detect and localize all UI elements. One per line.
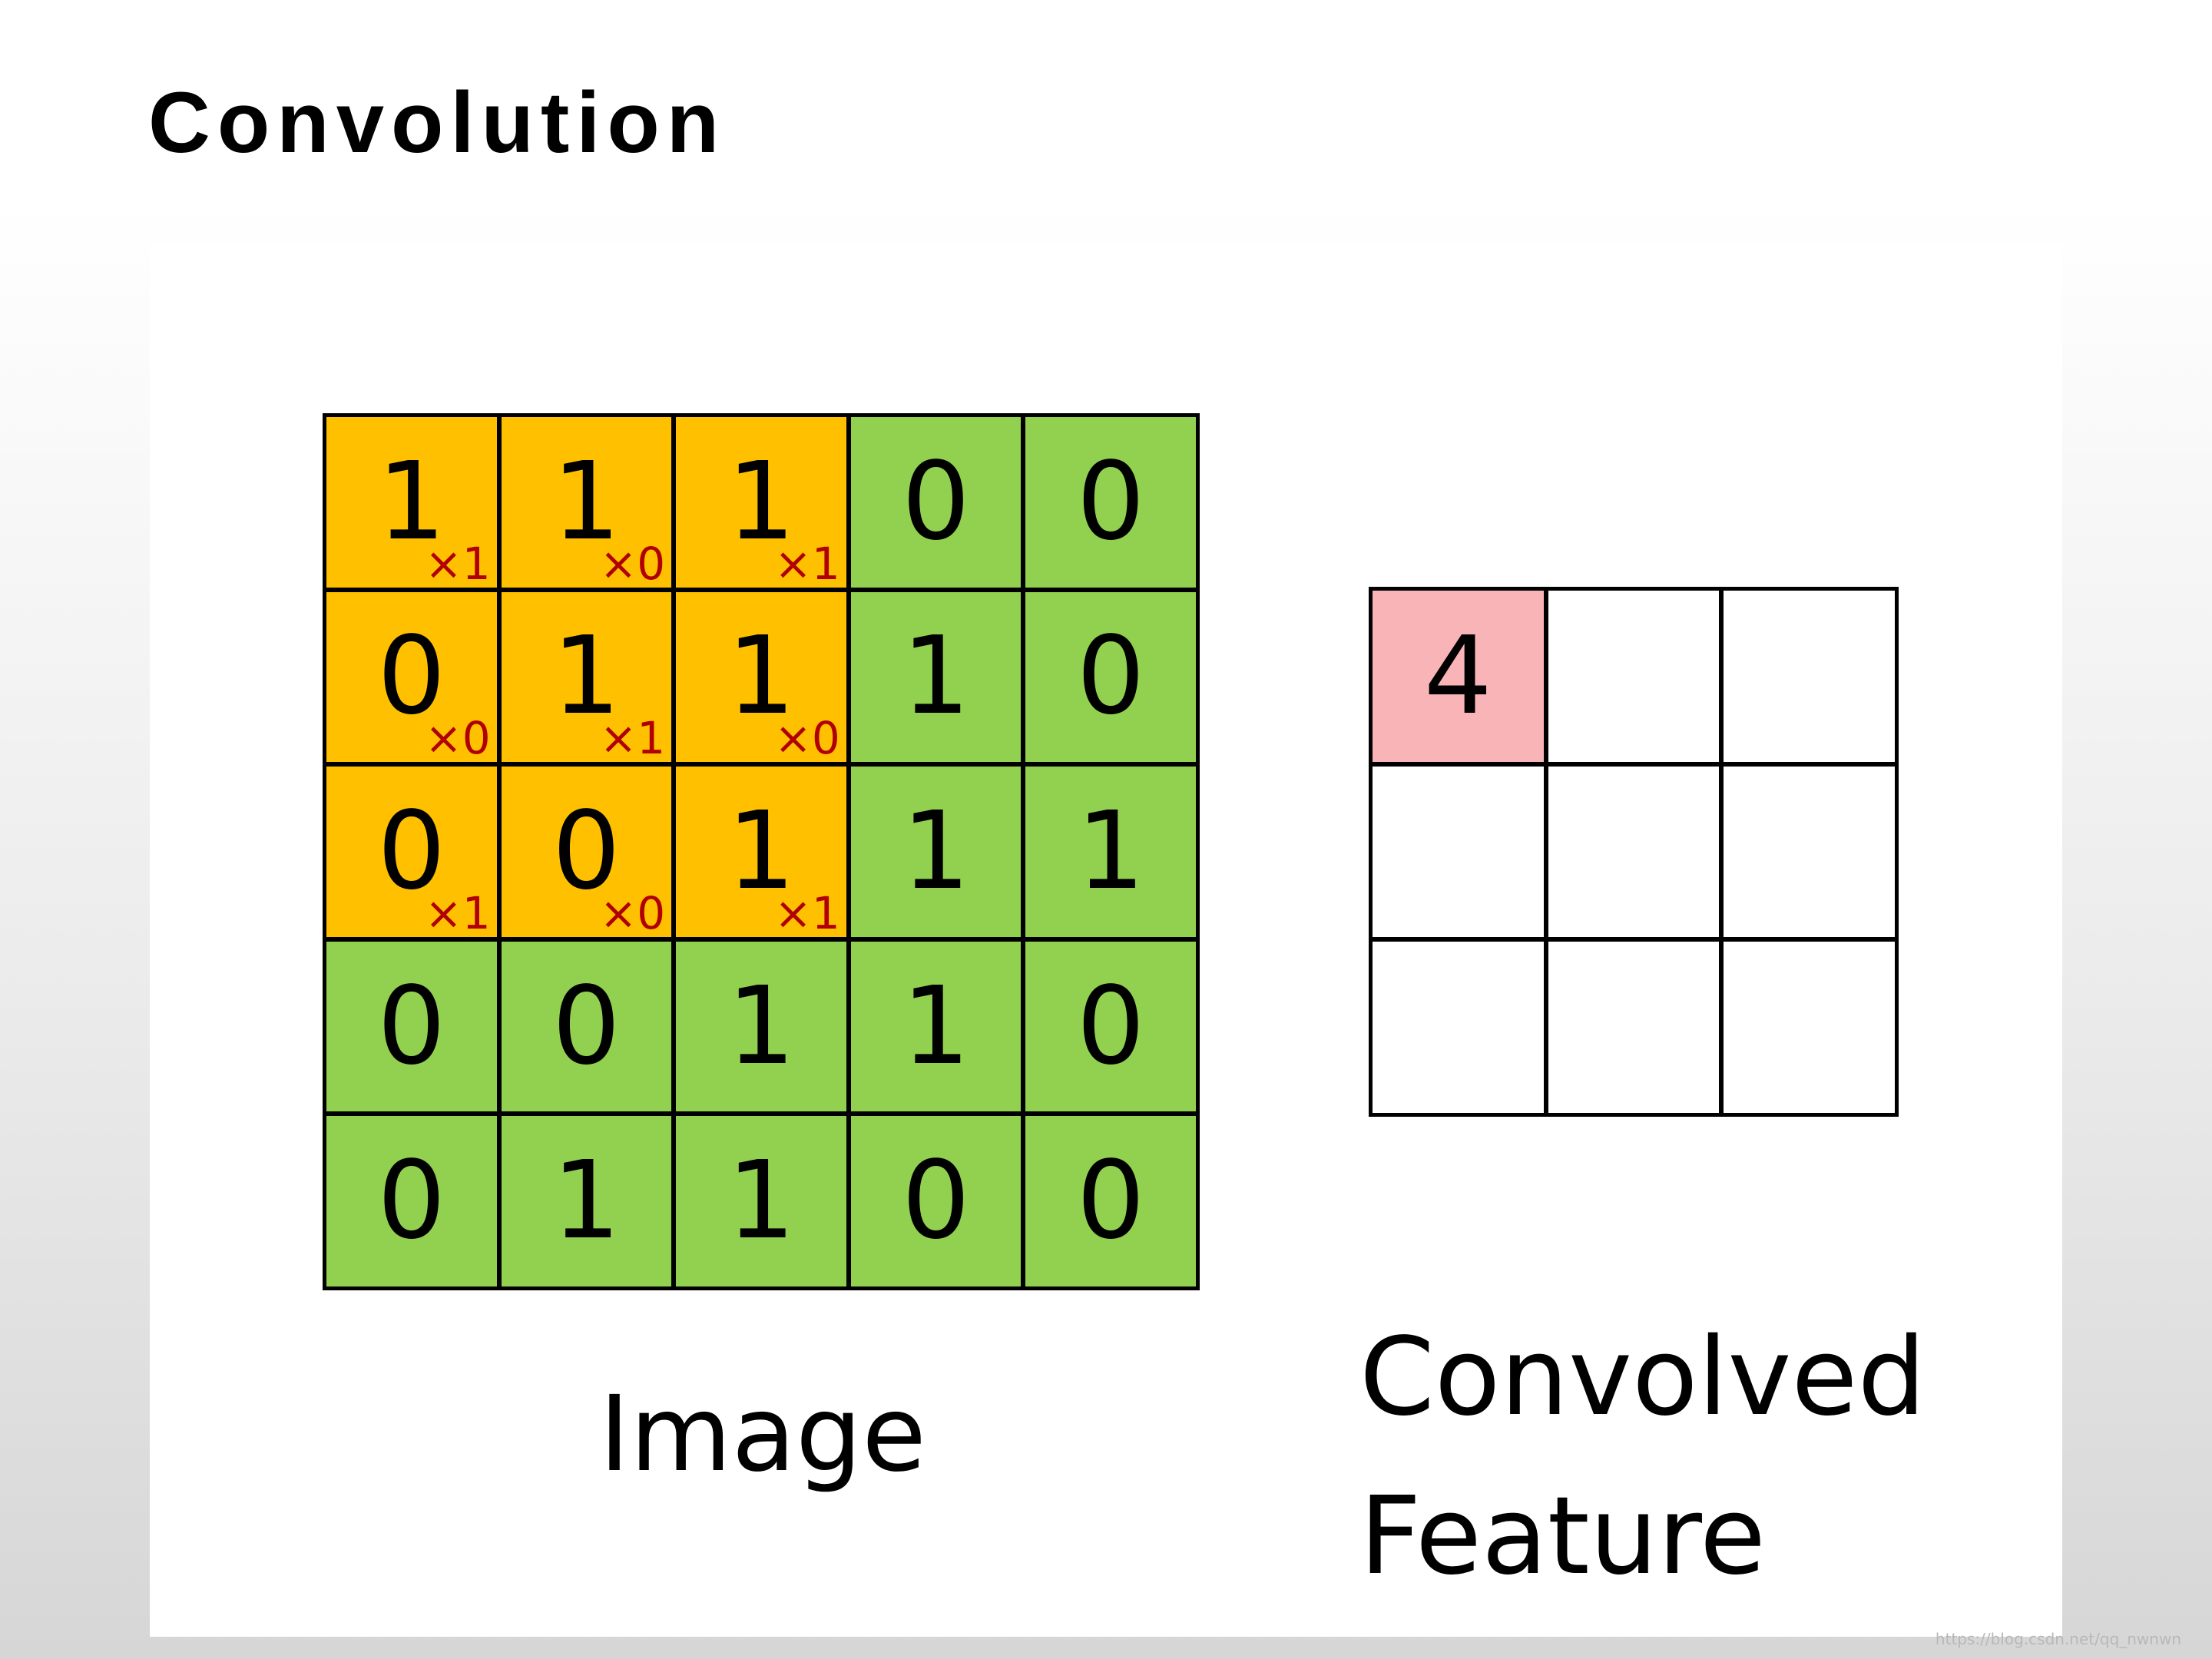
image-cell: 1: [850, 591, 1022, 763]
feature-cell: [1373, 766, 1544, 938]
watermark: https://blog.csdn.net/qq_nwnwn: [1935, 1630, 2181, 1648]
cell-value: 1: [727, 963, 796, 1089]
cell-value: 0: [377, 1138, 446, 1264]
image-cell: 0: [501, 941, 672, 1112]
cell-value: 1: [902, 788, 971, 914]
cell-value: 1: [727, 1138, 796, 1264]
image-cell: 1: [850, 767, 1022, 937]
kernel-weight: ×1: [599, 712, 666, 765]
feature-cell: [1724, 942, 1895, 1113]
kernel-weight: ×0: [425, 712, 491, 765]
image-cell: 0: [850, 1116, 1022, 1286]
image-cell: 1×0: [676, 591, 846, 765]
image-cell: 0: [1025, 591, 1196, 763]
feature-cell: 4: [1373, 591, 1544, 762]
image-cell: 1: [1025, 767, 1196, 937]
kernel-weight: ×1: [425, 886, 491, 939]
image-cell: 0×0: [501, 767, 672, 939]
image-cell: 1×1: [676, 417, 846, 588]
convolved-feature-grid: 4: [1369, 587, 1899, 1117]
cell-value: 0: [1076, 1138, 1145, 1264]
image-cell: 1: [850, 941, 1022, 1112]
feature-cell: [1548, 766, 1720, 938]
feature-cell: [1373, 942, 1544, 1113]
image-cell: 0: [1025, 941, 1196, 1112]
image-cell: 0×0: [326, 591, 497, 765]
image-grid: 1×1 1×0 1×1 0 0 0×0 1×1 1×0 1 0 0×1 0×0 …: [323, 413, 1200, 1290]
feature-label-line2: Feature: [1359, 1474, 1767, 1600]
image-cell: 0×1: [326, 767, 497, 937]
cell-value: 1: [727, 614, 796, 740]
image-cell: 1: [676, 1116, 846, 1286]
image-cell: 1×1: [501, 591, 672, 765]
cell-value: 0: [377, 614, 446, 740]
feature-cell: [1724, 766, 1895, 938]
feature-cell: [1548, 591, 1720, 762]
image-cell: 0: [1025, 1116, 1196, 1286]
cell-value: 1: [377, 439, 446, 565]
cell-value: 0: [902, 1138, 971, 1264]
kernel-weight: ×0: [774, 712, 840, 765]
image-cell: 1: [501, 1116, 672, 1286]
cell-value: 1: [727, 788, 796, 914]
cell-value: 0: [1076, 439, 1145, 565]
image-cell: 0: [326, 1116, 497, 1286]
image-cell: 1×1: [676, 767, 846, 937]
cell-value: 1: [1076, 788, 1145, 914]
kernel-weight: ×0: [599, 886, 666, 939]
cell-value: 1: [902, 614, 971, 740]
image-cell: 1×0: [501, 417, 672, 590]
image-cell: 0: [850, 417, 1022, 588]
feature-cell: [1724, 591, 1895, 762]
cell-value: 0: [1076, 963, 1145, 1089]
image-cell: 1×1: [326, 417, 497, 588]
cell-value: 0: [1076, 614, 1145, 740]
cell-value: 1: [551, 439, 621, 565]
image-label: Image: [599, 1374, 926, 1495]
kernel-weight: ×1: [774, 537, 840, 590]
cell-value: 0: [377, 788, 446, 914]
cell-value: 0: [902, 439, 971, 565]
cell-value: 0: [551, 963, 621, 1089]
image-cell: 0: [326, 941, 497, 1112]
feature-cell: [1548, 942, 1720, 1113]
feature-label-line1: Convolved: [1359, 1315, 1926, 1440]
cell-value: 1: [551, 1138, 621, 1264]
cell-value: 0: [377, 963, 446, 1089]
cell-value: 1: [902, 963, 971, 1089]
slide-title: Convolution: [148, 75, 727, 171]
kernel-weight: ×0: [599, 537, 666, 590]
image-cell: 1: [676, 941, 846, 1112]
kernel-weight: ×1: [774, 886, 840, 939]
cell-value: 1: [727, 439, 796, 565]
image-cell: 0: [1025, 417, 1196, 588]
convolved-feature-label: Convolved Feature: [1359, 1298, 1926, 1616]
cell-value: 1: [551, 614, 621, 740]
cell-value: 0: [551, 788, 621, 914]
kernel-weight: ×1: [425, 537, 491, 590]
